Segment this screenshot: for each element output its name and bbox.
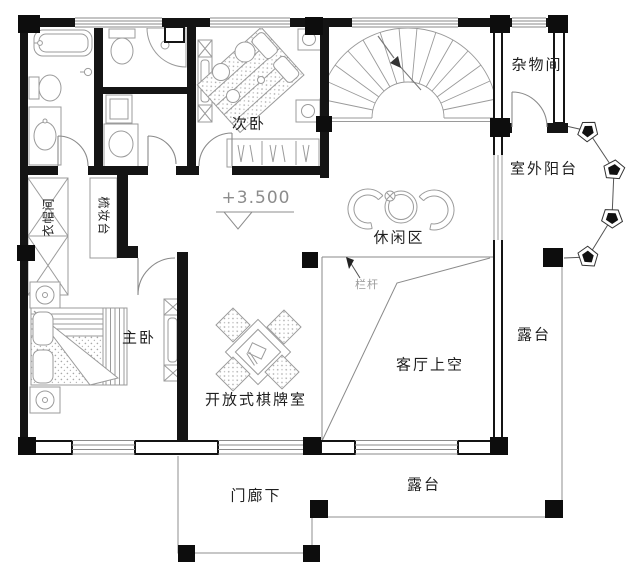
master-bedroom-furniture [29, 281, 183, 414]
leisure-area-furniture [347, 188, 455, 231]
void-railing-lines [321, 256, 497, 442]
stair-direction-arrow [377, 35, 422, 91]
label-outdoor-balcony: 室外阳台 [509, 160, 579, 178]
label-elevation: +3.500 [221, 188, 291, 208]
label-master-bedroom: 主卧 [121, 329, 157, 347]
label-porch-below: 门廊下 [230, 487, 282, 505]
second-bedroom-furniture [196, 26, 322, 168]
railing-arrow [346, 257, 361, 279]
label-storage-room: 杂物间 [511, 56, 563, 74]
label-living-room-void: 客厅上空 [395, 356, 465, 374]
bathroom2-fixtures [103, 27, 187, 169]
columns [17, 15, 568, 562]
walls [20, 18, 568, 455]
chess-room-furniture [215, 307, 302, 392]
label-dressing-table: 梳妆台 [96, 196, 111, 236]
label-cloakroom: 衣帽间 [41, 197, 56, 237]
label-leisure-area: 休闲区 [373, 229, 425, 247]
label-terrace-bottom: 露台 [406, 476, 442, 494]
balcony-colonnade [563, 121, 626, 267]
label-open-chess-room: 开放式棋牌室 [204, 391, 308, 409]
windows [72, 17, 546, 455]
bathroom1-fixtures [28, 29, 93, 166]
doors [57, 91, 548, 296]
label-second-bedroom: 次卧 [231, 115, 267, 133]
elevation-symbol [216, 211, 294, 230]
label-railing: 栏杆 [355, 279, 379, 291]
terrace-porch-outline [177, 267, 563, 554]
label-terrace-side: 露台 [516, 326, 552, 344]
